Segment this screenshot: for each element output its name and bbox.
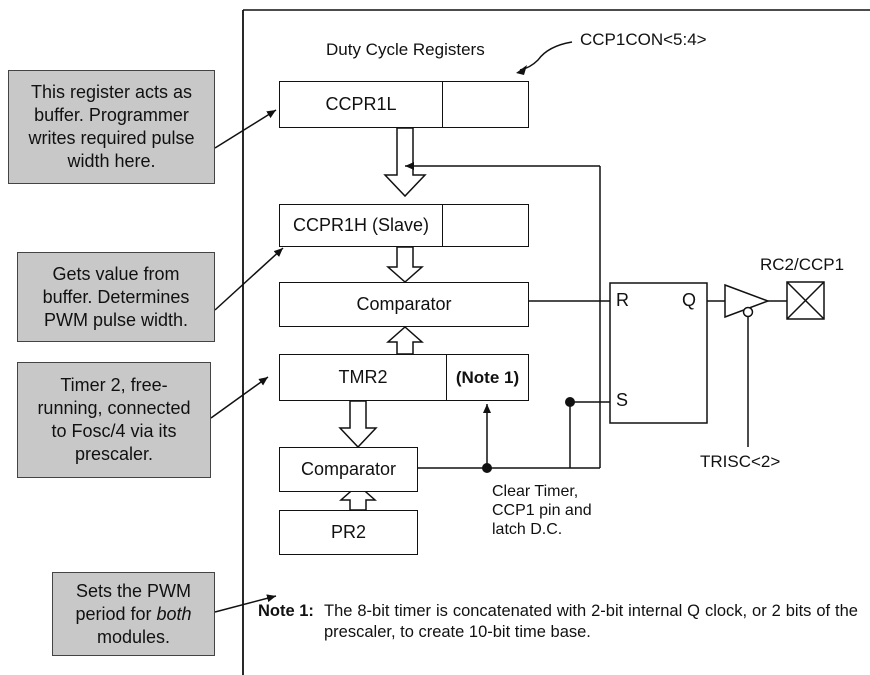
note-1-text: The 8-bit timer is concatenated with 2-b… (324, 602, 858, 641)
pr2-label: PR2 (330, 522, 366, 542)
callout-buffer-register: This register acts as buffer. Programmer… (8, 70, 215, 184)
comparator-duty: Comparator (279, 282, 529, 327)
callout-timer2: Timer 2, free- running, connected to Fos… (17, 362, 211, 478)
ccpr1h-register: CCPR1H (Slave) (279, 204, 529, 247)
callout-buffer-text: This register acts as buffer. Programmer… (28, 82, 195, 171)
comparator-period: Comparator (279, 447, 418, 492)
ccpr1h-low-bits (442, 205, 528, 246)
comparator-duty-label: Comparator (356, 294, 452, 314)
arrow-l-to-h (383, 127, 427, 198)
junction-clear (482, 463, 492, 473)
tmr2-register: TMR2 (Note 1) (279, 354, 529, 401)
arrow-tmr2-to-comp (386, 325, 424, 355)
ccp1con-label: CCP1CON<5:4> (580, 30, 707, 49)
callout1-arrow (214, 109, 277, 149)
comparator-period-label: Comparator (300, 459, 397, 479)
ccpr1h-label: CCPR1H (Slave) (292, 215, 430, 235)
callout-pr2-text: Sets the PWM period for both modules. (75, 580, 192, 647)
ccp1con-pointer (519, 41, 573, 71)
callout-timer2-text: Timer 2, free- running, connected to Fos… (37, 375, 191, 464)
trisc-label: TRISC<2> (700, 452, 781, 471)
tmr2-label: TMR2 (338, 367, 388, 387)
duty-cycle-label: Duty Cycle Registers (326, 40, 485, 59)
arrow-h-to-comp (386, 246, 424, 284)
ccpr1l-register: CCPR1L (279, 81, 529, 128)
pr2-register: PR2 (279, 510, 418, 555)
note1-box: (Note 1) (446, 355, 528, 400)
arrow-tmr2-to-comp2 (338, 400, 378, 449)
callout3-arrow (210, 376, 269, 419)
clear-timer-label: Clear Timer, CCP1 pin and latch D.C. (492, 483, 592, 538)
flipflop-s: S (616, 390, 629, 410)
callout4-arrow (214, 594, 277, 613)
callout-slave-text: Gets value from buffer. Determines PWM p… (42, 263, 190, 330)
arrow-pr2-to-comp2 (339, 483, 377, 511)
sr-flipflop (609, 282, 708, 424)
ccpr1l-low-bits (442, 82, 528, 127)
note-1: Note 1: The 8-bit timer is concatenated … (258, 601, 858, 643)
callout-pr2: Sets the PWM period for both modules. (52, 572, 215, 656)
pin-label: RC2/CCP1 (760, 255, 845, 274)
callout2-arrow (214, 247, 284, 311)
callout-slave-register: Gets value from buffer. Determines PWM p… (17, 252, 215, 342)
flipflop-q: Q (682, 290, 697, 310)
buffer-enable-bubble (742, 306, 754, 318)
note-1-label: Note 1: (258, 602, 314, 620)
flipflop-r: R (616, 290, 629, 310)
ccpr1l-label: CCPR1L (325, 94, 397, 114)
junction-s (565, 397, 575, 407)
